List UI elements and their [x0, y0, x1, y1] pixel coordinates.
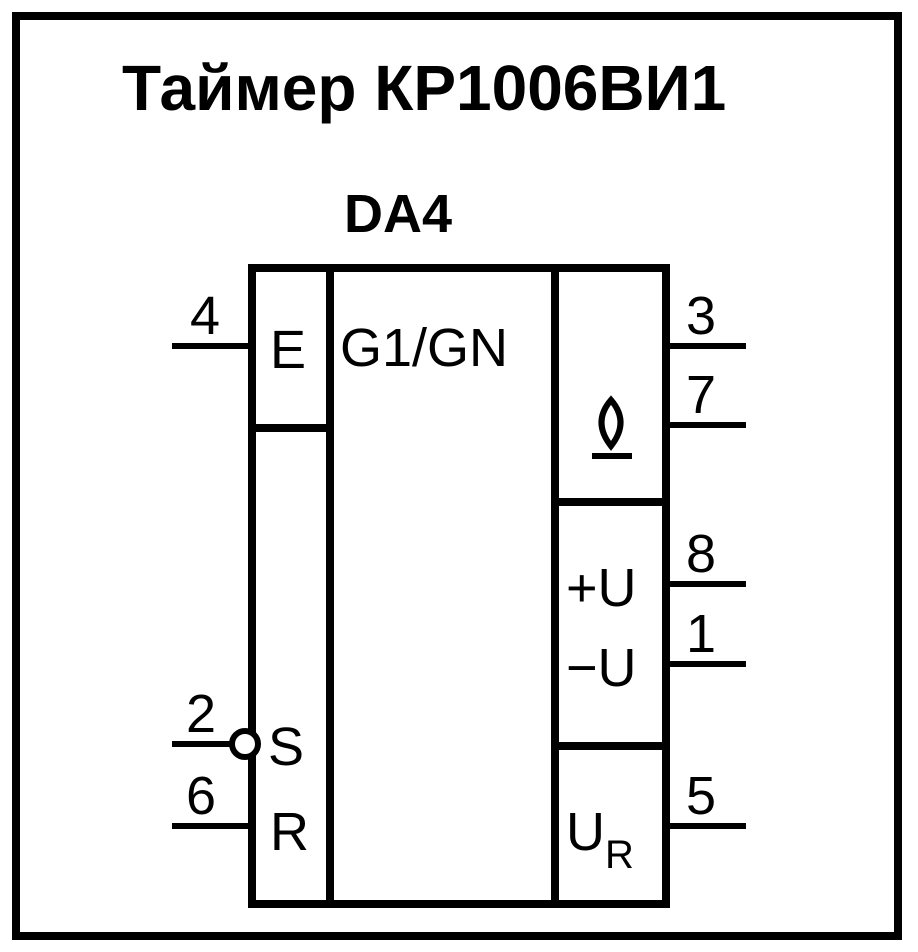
pin-number-6: 6 [186, 766, 216, 826]
output-pulse-icon [592, 395, 632, 459]
designator-label: DA4 [344, 184, 452, 244]
vminus-label: −U [566, 638, 637, 698]
reset-label: R [270, 802, 309, 862]
vref-main: U [566, 802, 605, 862]
pin-number-3: 3 [686, 286, 716, 346]
pin-number-8: 8 [686, 524, 716, 584]
diagram-title: Таймер КР1006ВИ1 [122, 52, 726, 124]
vref-label: UR [566, 802, 634, 877]
pin-number-1: 1 [686, 604, 716, 664]
set-label: S [268, 717, 304, 777]
pin-number-4: 4 [190, 286, 220, 346]
vplus-label: +U [566, 558, 637, 618]
vref-subscript: R [605, 833, 634, 877]
inversion-circle-icon [229, 728, 261, 760]
outer-frame [12, 12, 902, 940]
pin-number-5: 5 [686, 766, 716, 826]
pin-leads [172, 343, 746, 829]
function-label: G1/GN [340, 318, 508, 378]
pin-number-7: 7 [686, 365, 716, 425]
pin-number-2: 2 [186, 684, 216, 744]
enable-label: E [270, 320, 306, 380]
